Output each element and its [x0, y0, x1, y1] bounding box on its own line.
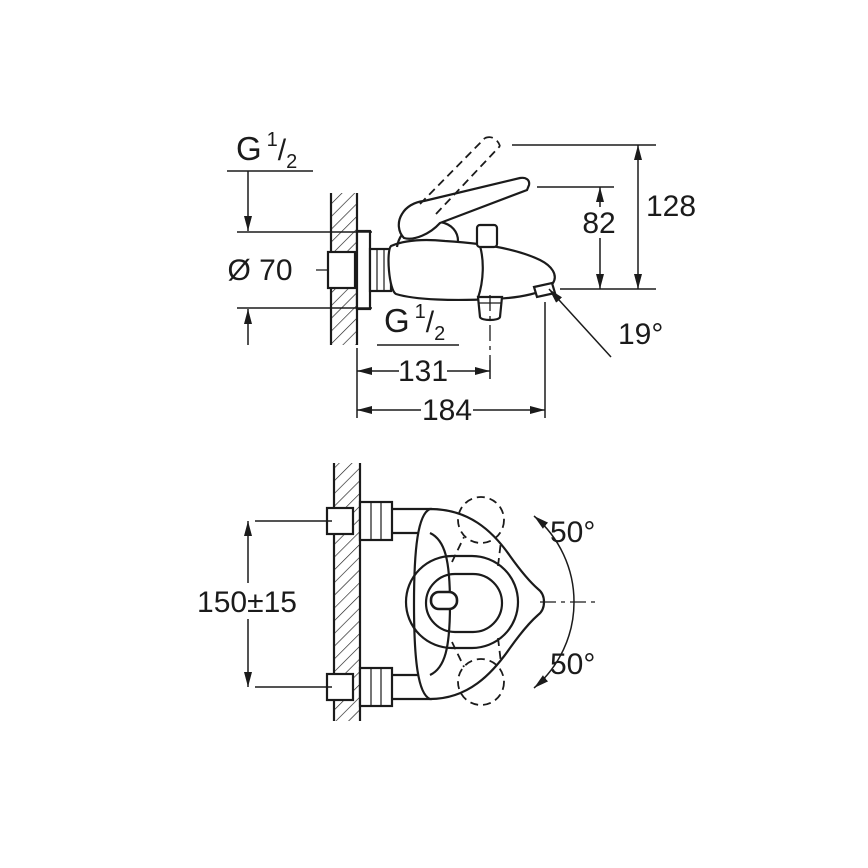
- width-131-label: 131: [398, 355, 448, 388]
- dim-width-184: 184: [357, 302, 546, 427]
- height-82-label: 82: [582, 207, 615, 240]
- diverter-knob: [475, 223, 499, 249]
- lever-handle: [397, 176, 531, 240]
- width-184-label: 184: [422, 394, 472, 427]
- dim-width-131: 131: [356, 348, 491, 418]
- lever-handle-open-dashed: [419, 136, 501, 215]
- dim-swivel-up: 50°: [533, 515, 595, 603]
- union-nut-top: [358, 500, 394, 542]
- handle-position-down-dashed: [451, 637, 505, 706]
- dim-inlet-spacing: 150±15: [197, 520, 332, 688]
- body-capsule-inner: [424, 572, 504, 634]
- swivel-up-label: 50°: [550, 516, 595, 549]
- front-view: 50° 50° 150±15: [197, 463, 596, 721]
- union-nut-bottom: [358, 666, 394, 708]
- spout-mouth: [429, 590, 459, 611]
- inlet-spacing-label: 150±15: [197, 586, 297, 619]
- dim-spout-angle: 19°: [548, 288, 663, 358]
- union-nut-side: [368, 247, 393, 293]
- height-128-label: 128: [646, 190, 696, 223]
- dim-escutcheon-diameter: Ø 70: [227, 171, 372, 345]
- handle-position-up-dashed: [451, 496, 505, 567]
- swivel-down-label: 50°: [550, 648, 595, 681]
- faucet-body-side: [387, 238, 556, 302]
- dim-height-128: 128: [512, 144, 696, 289]
- escutcheon-diameter-label: Ø 70: [227, 254, 292, 287]
- spout-angle-label: 19°: [618, 318, 663, 351]
- dim-height-82: 82: [537, 186, 656, 290]
- body-capsule-outer: [404, 554, 520, 650]
- dim-swivel-down: 50°: [533, 601, 595, 689]
- escutcheon-side: [355, 229, 372, 311]
- supply-elbow: [326, 250, 357, 290]
- body-spout-joint: [476, 245, 484, 299]
